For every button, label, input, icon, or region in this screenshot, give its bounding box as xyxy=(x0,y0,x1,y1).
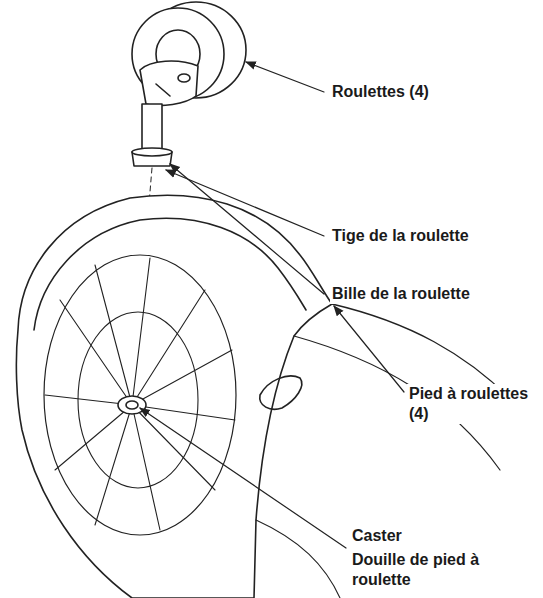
part-label: Douille de pied à roulette xyxy=(350,550,504,590)
part-label: Caster xyxy=(350,526,404,546)
part-label: Roulettes (4) xyxy=(330,82,431,102)
part-label: Pied à roulettes (4) xyxy=(407,384,539,424)
part-label: Tige de la roulette xyxy=(330,226,471,246)
part-label: Bille de la roulette xyxy=(330,284,472,304)
